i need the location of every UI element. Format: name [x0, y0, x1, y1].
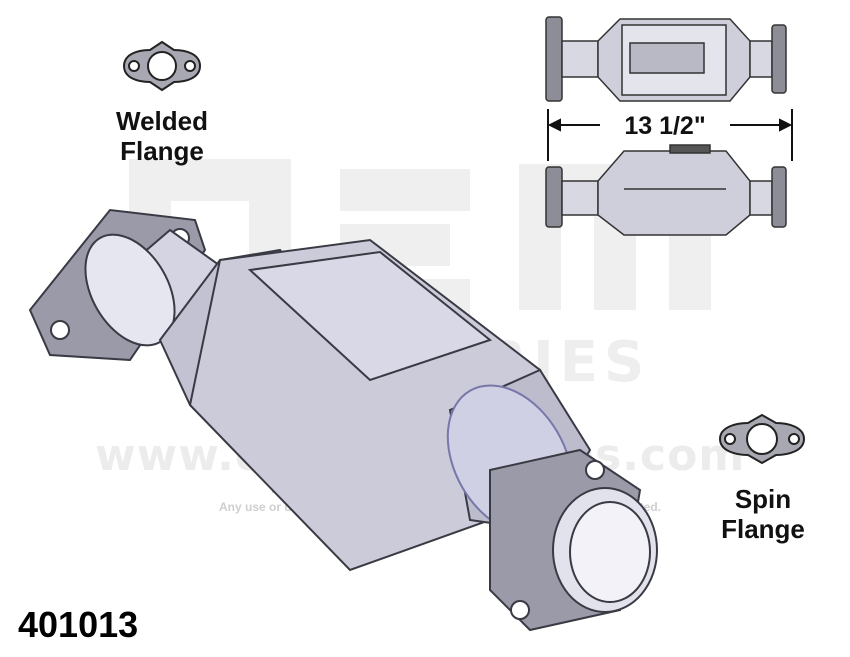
spin-flange-label: Spin Flange	[721, 484, 805, 544]
part-number: 401013	[18, 604, 139, 645]
orthographic-views	[545, 16, 793, 236]
catalytic-converter-main-image	[28, 208, 658, 632]
dimension-line	[547, 109, 793, 161]
length-dimension-label: 13 1/2"	[600, 112, 730, 141]
spin-flange-gasket-icon	[718, 413, 806, 465]
welded-flange-gasket-icon	[122, 40, 202, 92]
top-view-converter	[545, 16, 787, 102]
welded-flange-label: Welded Flange	[116, 106, 208, 166]
side-view-converter	[545, 144, 787, 236]
